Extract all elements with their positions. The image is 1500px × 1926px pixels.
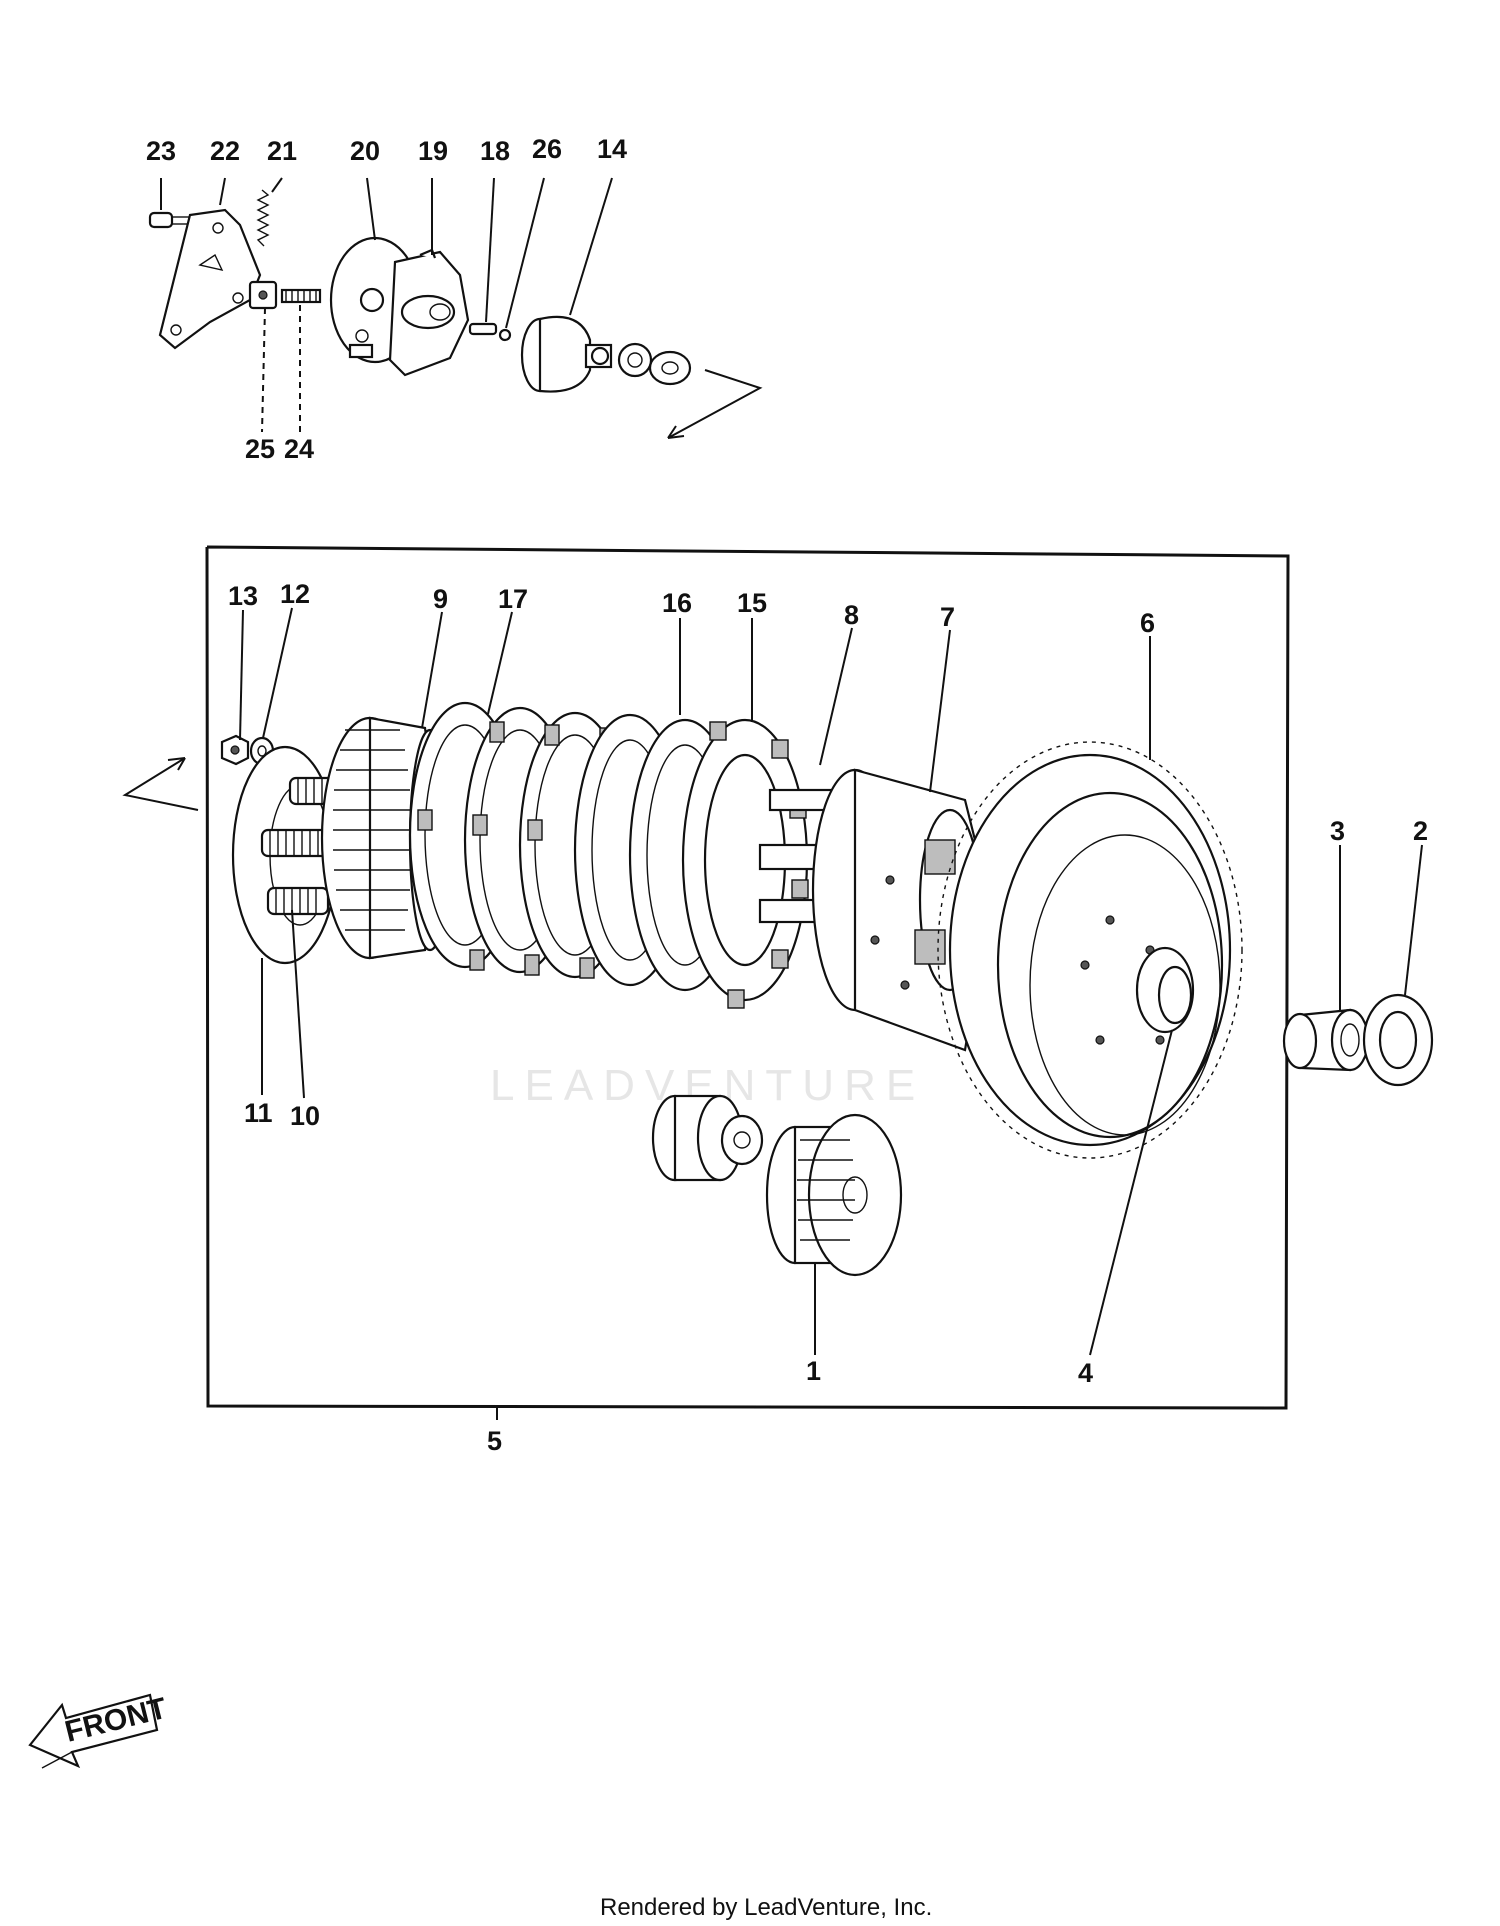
front-direction-arrow: FRONT (28, 1692, 170, 1769)
callout-6[interactable]: 6 (1140, 608, 1155, 638)
callout-18[interactable]: 18 (480, 136, 510, 166)
callout-3[interactable]: 3 (1330, 816, 1345, 846)
callout-9[interactable]: 9 (433, 584, 448, 614)
part-6-outer-gear-housing[interactable] (937, 741, 1243, 1159)
callout-10[interactable]: 10 (290, 1101, 320, 1131)
callout-labels: 23 22 21 20 19 18 26 14 25 24 13 12 9 17… (146, 134, 1428, 1456)
footer-credit: Rendered by LeadVenture, Inc. (600, 1894, 932, 1921)
callout-14[interactable]: 14 (597, 134, 627, 164)
part-18-pin[interactable] (468, 322, 498, 336)
callout-25[interactable]: 25 (245, 434, 275, 464)
callout-15[interactable]: 15 (737, 588, 767, 618)
callout-20[interactable]: 20 (350, 136, 380, 166)
callout-4[interactable]: 4 (1078, 1358, 1093, 1388)
part-21-spring[interactable] (256, 189, 270, 247)
callout-13[interactable]: 13 (228, 581, 258, 611)
part-1-primary-gear[interactable] (765, 1113, 903, 1277)
main-leader-lines (239, 607, 1423, 1420)
clutch-assembly-frame (205, 545, 1290, 1410)
callout-26[interactable]: 26 (532, 134, 562, 164)
part-4-hub-bushing[interactable] (1135, 946, 1195, 1034)
callout-19[interactable]: 19 (418, 136, 448, 166)
callout-7[interactable]: 7 (940, 602, 955, 632)
callout-2[interactable]: 2 (1413, 816, 1428, 846)
callout-5[interactable]: 5 (487, 1426, 502, 1456)
callout-24[interactable]: 24 (284, 434, 314, 464)
part-14-pushrod-assembly[interactable] (520, 315, 692, 393)
left-arrow (122, 757, 199, 811)
part-2-washer[interactable] (1362, 993, 1434, 1087)
callout-16[interactable]: 16 (662, 588, 692, 618)
callout-12[interactable]: 12 (280, 579, 310, 609)
part-13-nut[interactable] (220, 734, 250, 766)
part-24-adjusting-screw[interactable] (280, 288, 322, 304)
part-22-bracket[interactable] (158, 208, 262, 350)
small-pinion-gear[interactable] (651, 1094, 764, 1182)
callout-21[interactable]: 21 (267, 136, 297, 166)
part-25-adjuster-block[interactable] (248, 280, 278, 310)
part-26-steel-ball[interactable] (498, 328, 512, 342)
callout-23[interactable]: 23 (146, 136, 176, 166)
part-23-bolt[interactable] (148, 211, 191, 229)
part-3-sleeve[interactable] (1282, 1008, 1370, 1072)
part-19-release-lever[interactable] (388, 248, 470, 377)
callout-8[interactable]: 8 (844, 600, 859, 630)
callout-17[interactable]: 17 (498, 584, 528, 614)
callout-1[interactable]: 1 (806, 1356, 821, 1386)
callout-22[interactable]: 22 (210, 136, 240, 166)
release-mechanism-group (148, 189, 763, 439)
callout-11[interactable]: 11 (244, 1098, 273, 1128)
upper-leader-lines (160, 177, 613, 433)
